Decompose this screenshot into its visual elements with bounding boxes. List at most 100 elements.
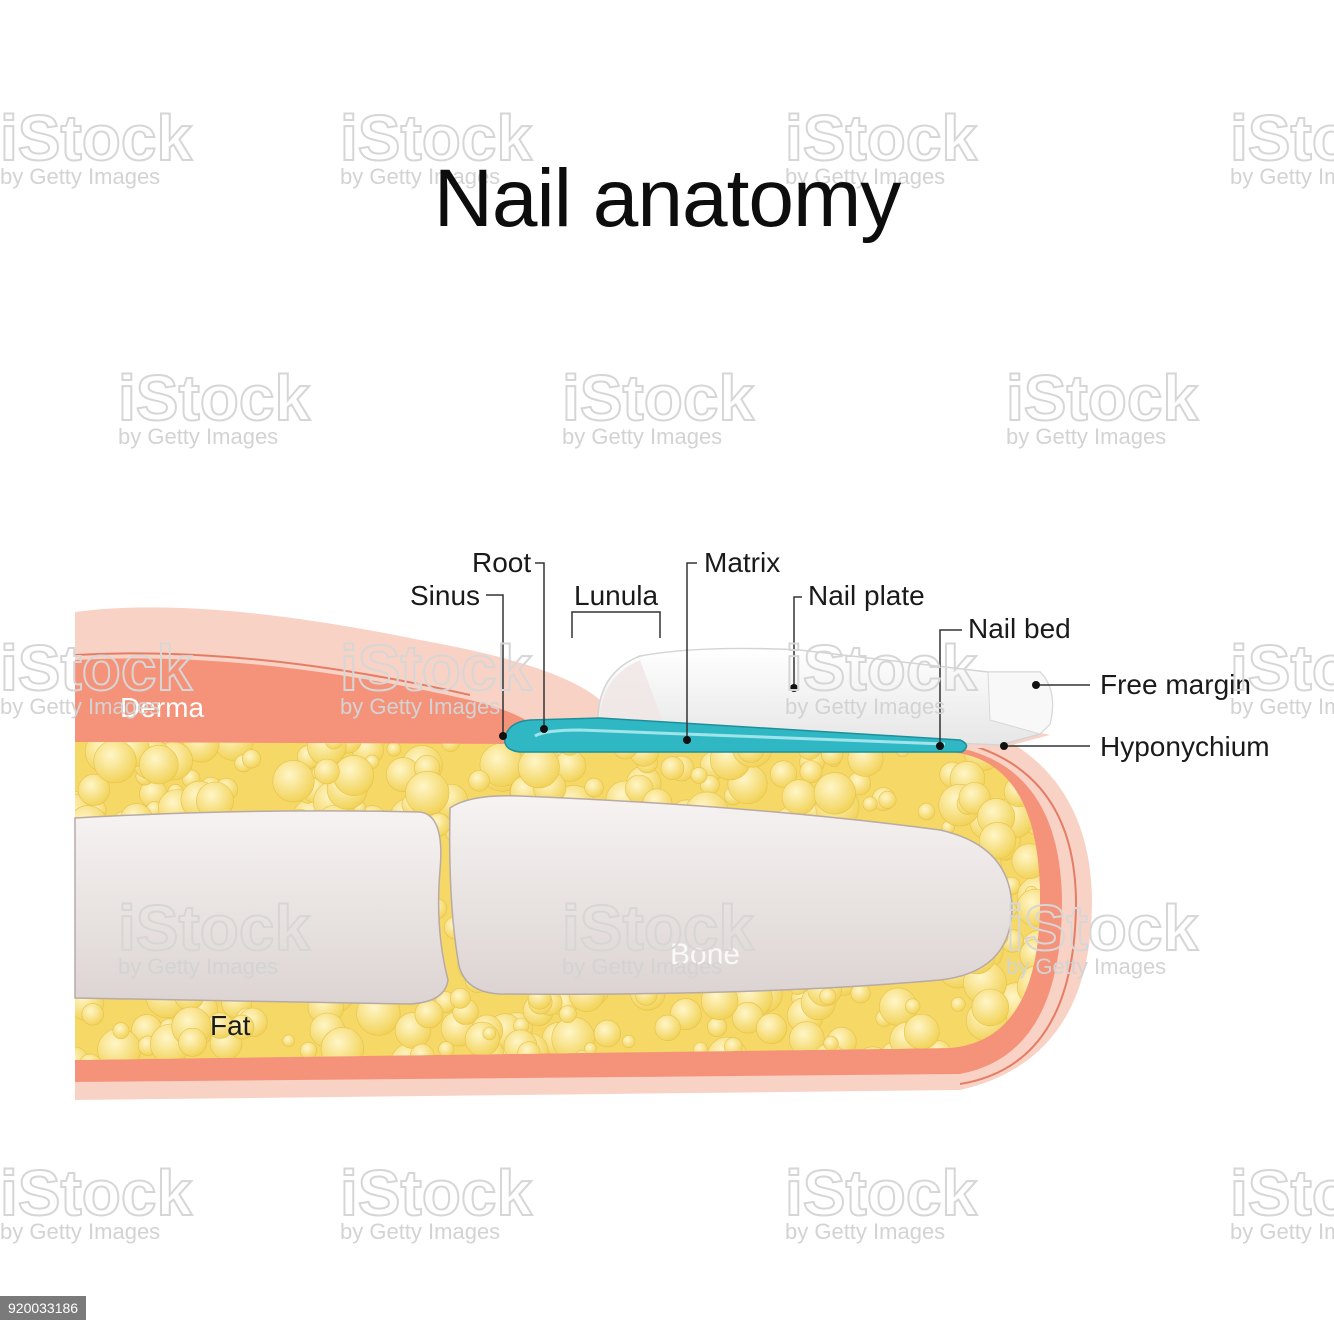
fat-bubble <box>823 1035 839 1051</box>
free-margin-pointer-dot <box>1032 681 1040 689</box>
hyponychium-pointer-dot <box>1000 742 1008 750</box>
watermark-brand: iStock <box>0 1157 192 1229</box>
label-matrix: Matrix <box>704 547 780 578</box>
fat-bubble <box>272 760 315 803</box>
watermark-brand: iStock <box>1006 892 1198 964</box>
fat-bubble <box>971 988 1009 1027</box>
derma-inner-line <box>74 652 471 696</box>
watermark-byline: by Getty Images <box>118 954 278 979</box>
label-hyponychium: Hyponychium <box>1100 731 1270 762</box>
derma-tip-line <box>959 741 1078 1085</box>
fat-bubble <box>950 996 966 1012</box>
watermark-byline: by Getty Images <box>1230 694 1334 719</box>
fat-bubble <box>324 742 343 750</box>
watermark-brand: iStock <box>785 632 977 704</box>
watermark-brand: iStock <box>340 632 532 704</box>
fat-bubble <box>1016 888 1040 927</box>
fat-bubble <box>81 1003 104 1026</box>
fat-bubble <box>781 779 818 815</box>
watermark-byline: by Getty Images <box>562 424 722 449</box>
fat-bubble <box>299 1041 318 1060</box>
label-free-margin: Free margin <box>1100 669 1251 700</box>
fat-bubble <box>1042 738 1055 751</box>
watermark-brand: iStock <box>118 892 310 964</box>
fat-bubble <box>978 821 1017 860</box>
watermark-brand: iStock <box>785 102 977 174</box>
watermark-byline: by Getty Images <box>785 694 945 719</box>
watermark-byline: by Getty Images <box>0 694 160 719</box>
label-derma: Derma <box>120 692 204 723</box>
label-lunula: Lunula <box>574 580 659 611</box>
watermark-brand: iStock <box>1230 632 1334 704</box>
sinus-pointer-dot <box>499 732 507 740</box>
fat-bubble <box>93 742 137 784</box>
fat-bubble <box>903 1013 940 1050</box>
fat-bubble <box>707 1016 728 1037</box>
watermark-brand: iStock <box>562 362 754 434</box>
label-nail-plate: Nail plate <box>808 580 925 611</box>
matrix-pointer-dot <box>683 736 691 744</box>
fat-bubble <box>622 1034 636 1049</box>
fat-bubble <box>414 999 444 1029</box>
fat-bubble <box>438 1041 455 1058</box>
fat-bubble <box>660 756 685 781</box>
fat-bubble <box>468 770 490 792</box>
fat-bubble <box>593 1019 622 1048</box>
fat-bubble <box>769 760 798 788</box>
fat-bubble <box>214 742 254 761</box>
watermark-byline: by Getty Images <box>1230 1219 1334 1244</box>
fat-bubble <box>799 760 823 784</box>
watermark-brand: iStock <box>562 892 754 964</box>
fat-bubble <box>518 746 560 789</box>
watermark-byline: by Getty Images <box>340 1219 500 1244</box>
fat-bubble <box>584 777 604 798</box>
watermark-brand: iStock <box>340 1157 532 1229</box>
fat-bubble <box>878 790 897 809</box>
fat-bubble <box>282 1034 296 1048</box>
watermark-byline: by Getty Images <box>340 694 500 719</box>
fat-bubble <box>482 1026 497 1041</box>
watermark-byline: by Getty Images <box>562 954 722 979</box>
fat-bubble <box>464 1021 500 1057</box>
label-nail-bed: Nail bed <box>968 613 1071 644</box>
watermark-byline: by Getty Images <box>1006 424 1166 449</box>
label-bone: Bone <box>670 938 740 971</box>
fat-bubble <box>78 1053 102 1060</box>
fat-bubble <box>178 1027 207 1057</box>
watermark-brand: iStock <box>1230 1157 1334 1229</box>
fat-bubble <box>558 1005 577 1024</box>
watermark-brand: iStock <box>0 102 192 174</box>
fat-bubble <box>654 1014 681 1042</box>
watermark-byline: by Getty Images <box>118 424 278 449</box>
fat-bubble <box>242 749 262 769</box>
fat-bubble <box>917 802 936 821</box>
fat-bubble <box>314 758 340 785</box>
watermark-brand: iStock <box>340 102 532 174</box>
fat-bubble <box>862 796 878 812</box>
fat-bubble <box>813 772 856 815</box>
watermark-byline: by Getty Images <box>1230 164 1334 189</box>
watermark-byline: by Getty Images <box>1006 954 1166 979</box>
fat-bubble <box>75 1046 90 1060</box>
watermark-byline: by Getty Images <box>0 164 160 189</box>
image-id-badge: 920033186 <box>0 1296 87 1320</box>
watermark-brand: iStock <box>785 1157 977 1229</box>
fat-bubble <box>112 1022 130 1040</box>
watermark-byline: by Getty Images <box>0 1219 160 1244</box>
matrix-inner-line <box>534 728 946 746</box>
label-root: Root <box>472 547 531 578</box>
fat-bubble <box>690 767 708 784</box>
page-title: Nail anatomy <box>433 153 902 244</box>
watermark-brand: iStock <box>118 362 310 434</box>
leader-lines <box>486 562 1090 750</box>
watermark-brand: iStock <box>0 632 192 704</box>
label-sinus: Sinus <box>410 580 480 611</box>
watermark-byline: by Getty Images <box>785 164 945 189</box>
label-fat: Fat <box>210 1010 251 1041</box>
nail-bed-pointer-dot <box>936 742 944 750</box>
fat-bubble <box>333 755 375 796</box>
root-pointer-dot <box>540 725 548 733</box>
fat-bubble <box>405 770 450 816</box>
fat-bubble <box>755 1012 787 1044</box>
